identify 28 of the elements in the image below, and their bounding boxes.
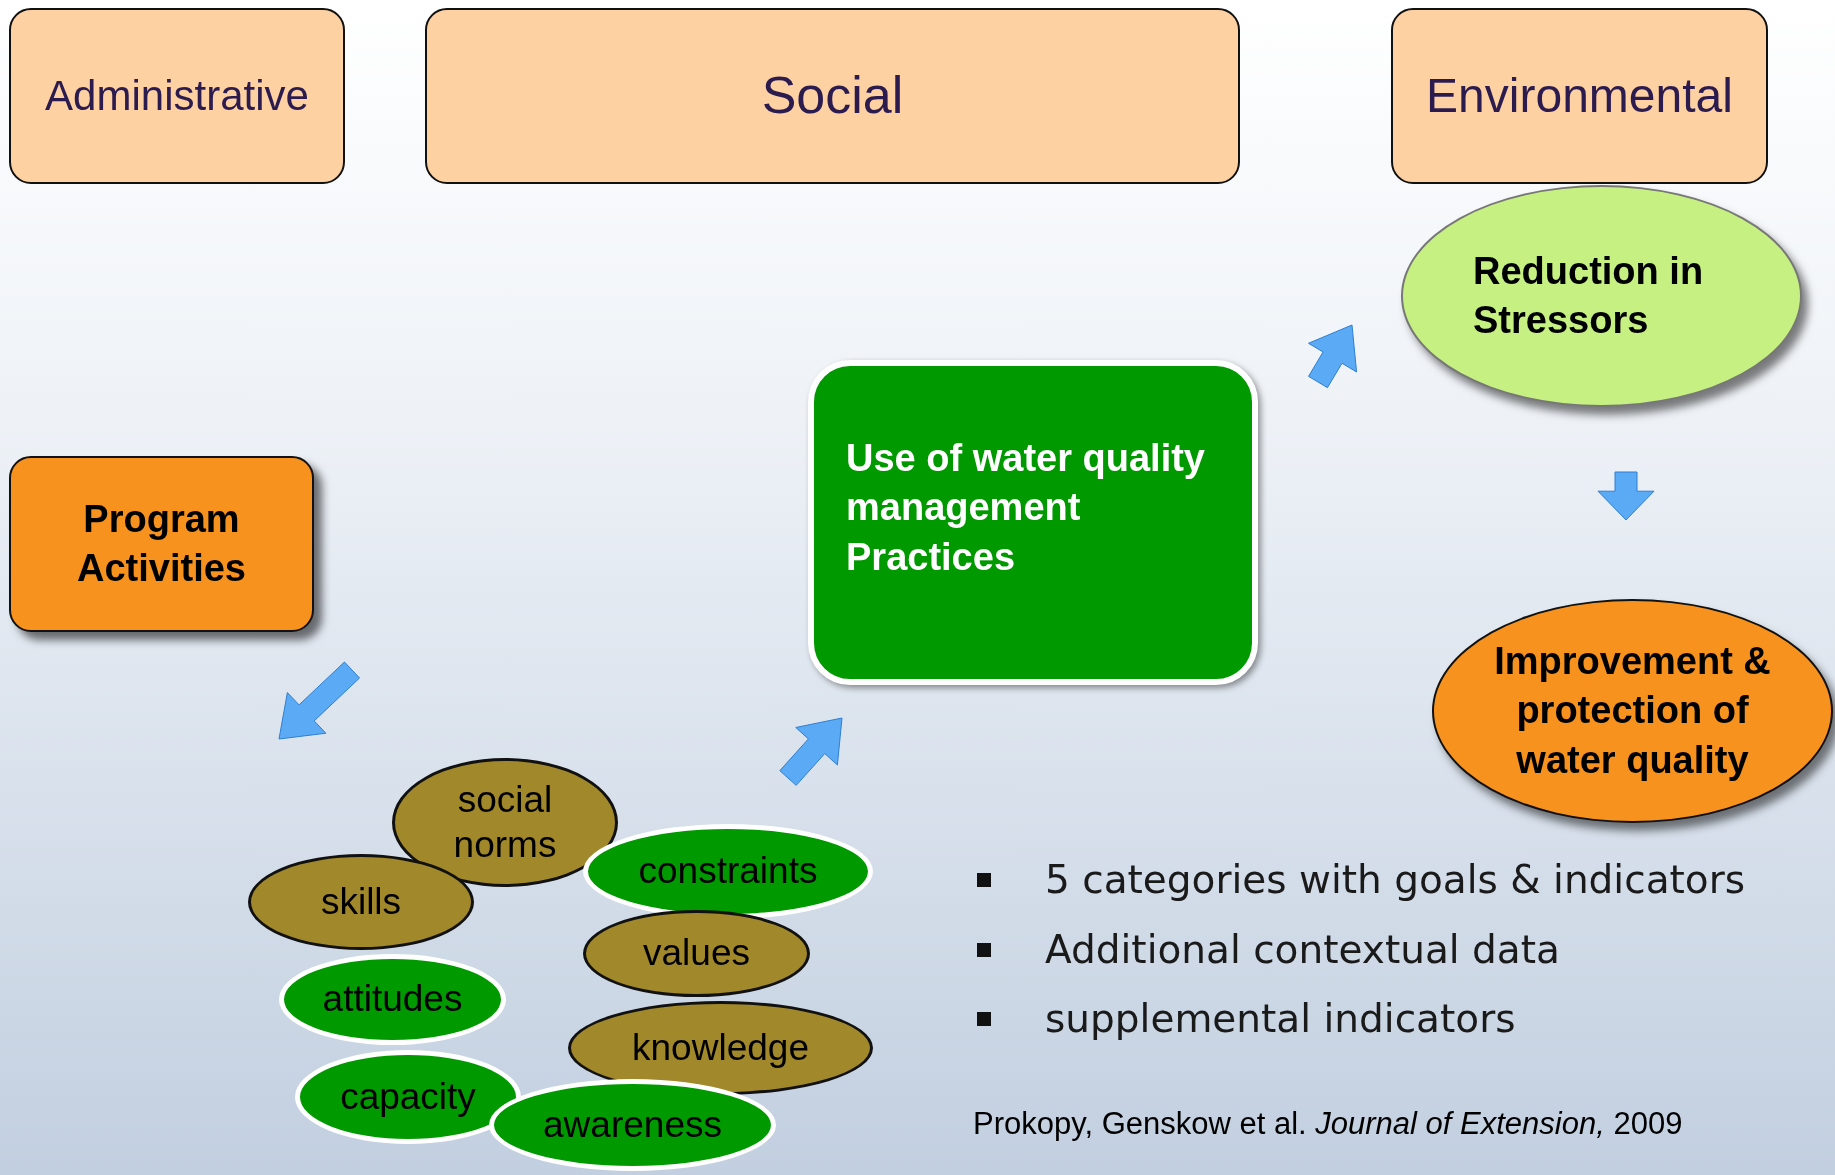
category-label: Environmental [1426,67,1733,124]
process-box [808,360,1258,685]
block-arrow [1597,471,1655,521]
node-label: values [643,931,750,976]
node-label: Improvement & protection of water quality [1493,638,1772,783]
citation-text: Prokopy, Genskow et al. Journal of Extension, 2009 [973,1106,1683,1142]
category-box [9,8,345,184]
bullet-text: Additional contextual data [1045,927,1560,972]
category-box [425,8,1240,184]
block-arrow [779,717,843,786]
node-label: constraints [638,849,818,894]
block-arrow [278,661,361,740]
node-label: attitudes [322,977,463,1022]
node-label: knowledge [632,1025,809,1070]
node-label: Reduction in Stressors [1473,248,1705,343]
node-label: Use of water quality management Practices [846,436,1206,580]
process-box [9,456,314,632]
node-label: awareness [543,1102,722,1147]
block-arrow [1308,324,1358,389]
category-label: Social [761,65,904,127]
node-label: skills [320,879,402,924]
bullet-text: 5 categories with goals & indicators [1045,857,1746,902]
node-label: Program Activities [76,496,247,591]
node-label: social norms [452,778,558,867]
node-label: capacity [340,1074,476,1119]
category-label: Administrative [45,70,309,121]
category-box [1391,8,1768,184]
bullet-text: supplemental indicators [1045,996,1516,1041]
